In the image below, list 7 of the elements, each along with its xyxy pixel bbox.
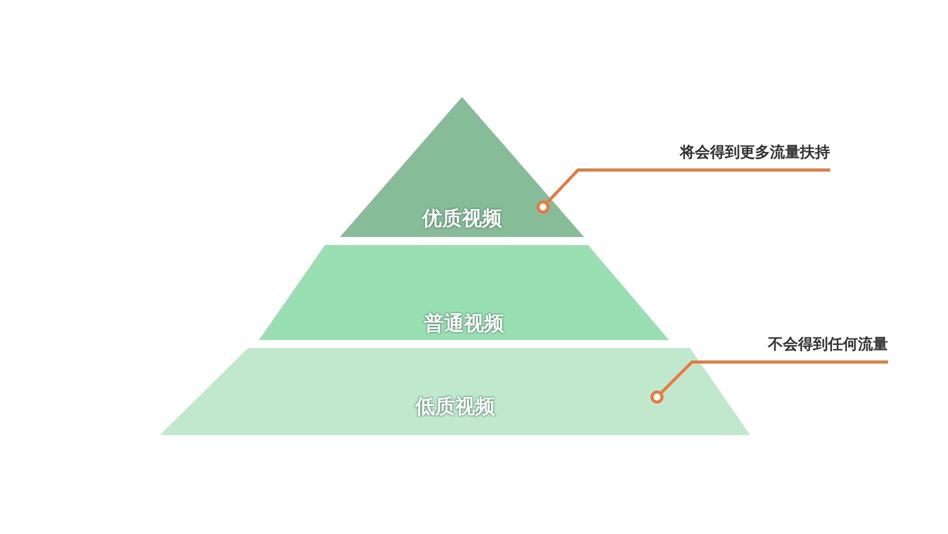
leader-line: [650, 360, 888, 404]
tier-label: 普通视频: [424, 311, 504, 335]
callout-text: 将会得到更多流量扶持: [600, 143, 830, 167]
leader-line: [536, 168, 830, 214]
tier-label: 优质视频: [422, 206, 502, 230]
tier-label: 低质视频: [415, 394, 495, 418]
callout-text: 不会得到任何流量: [700, 335, 888, 359]
